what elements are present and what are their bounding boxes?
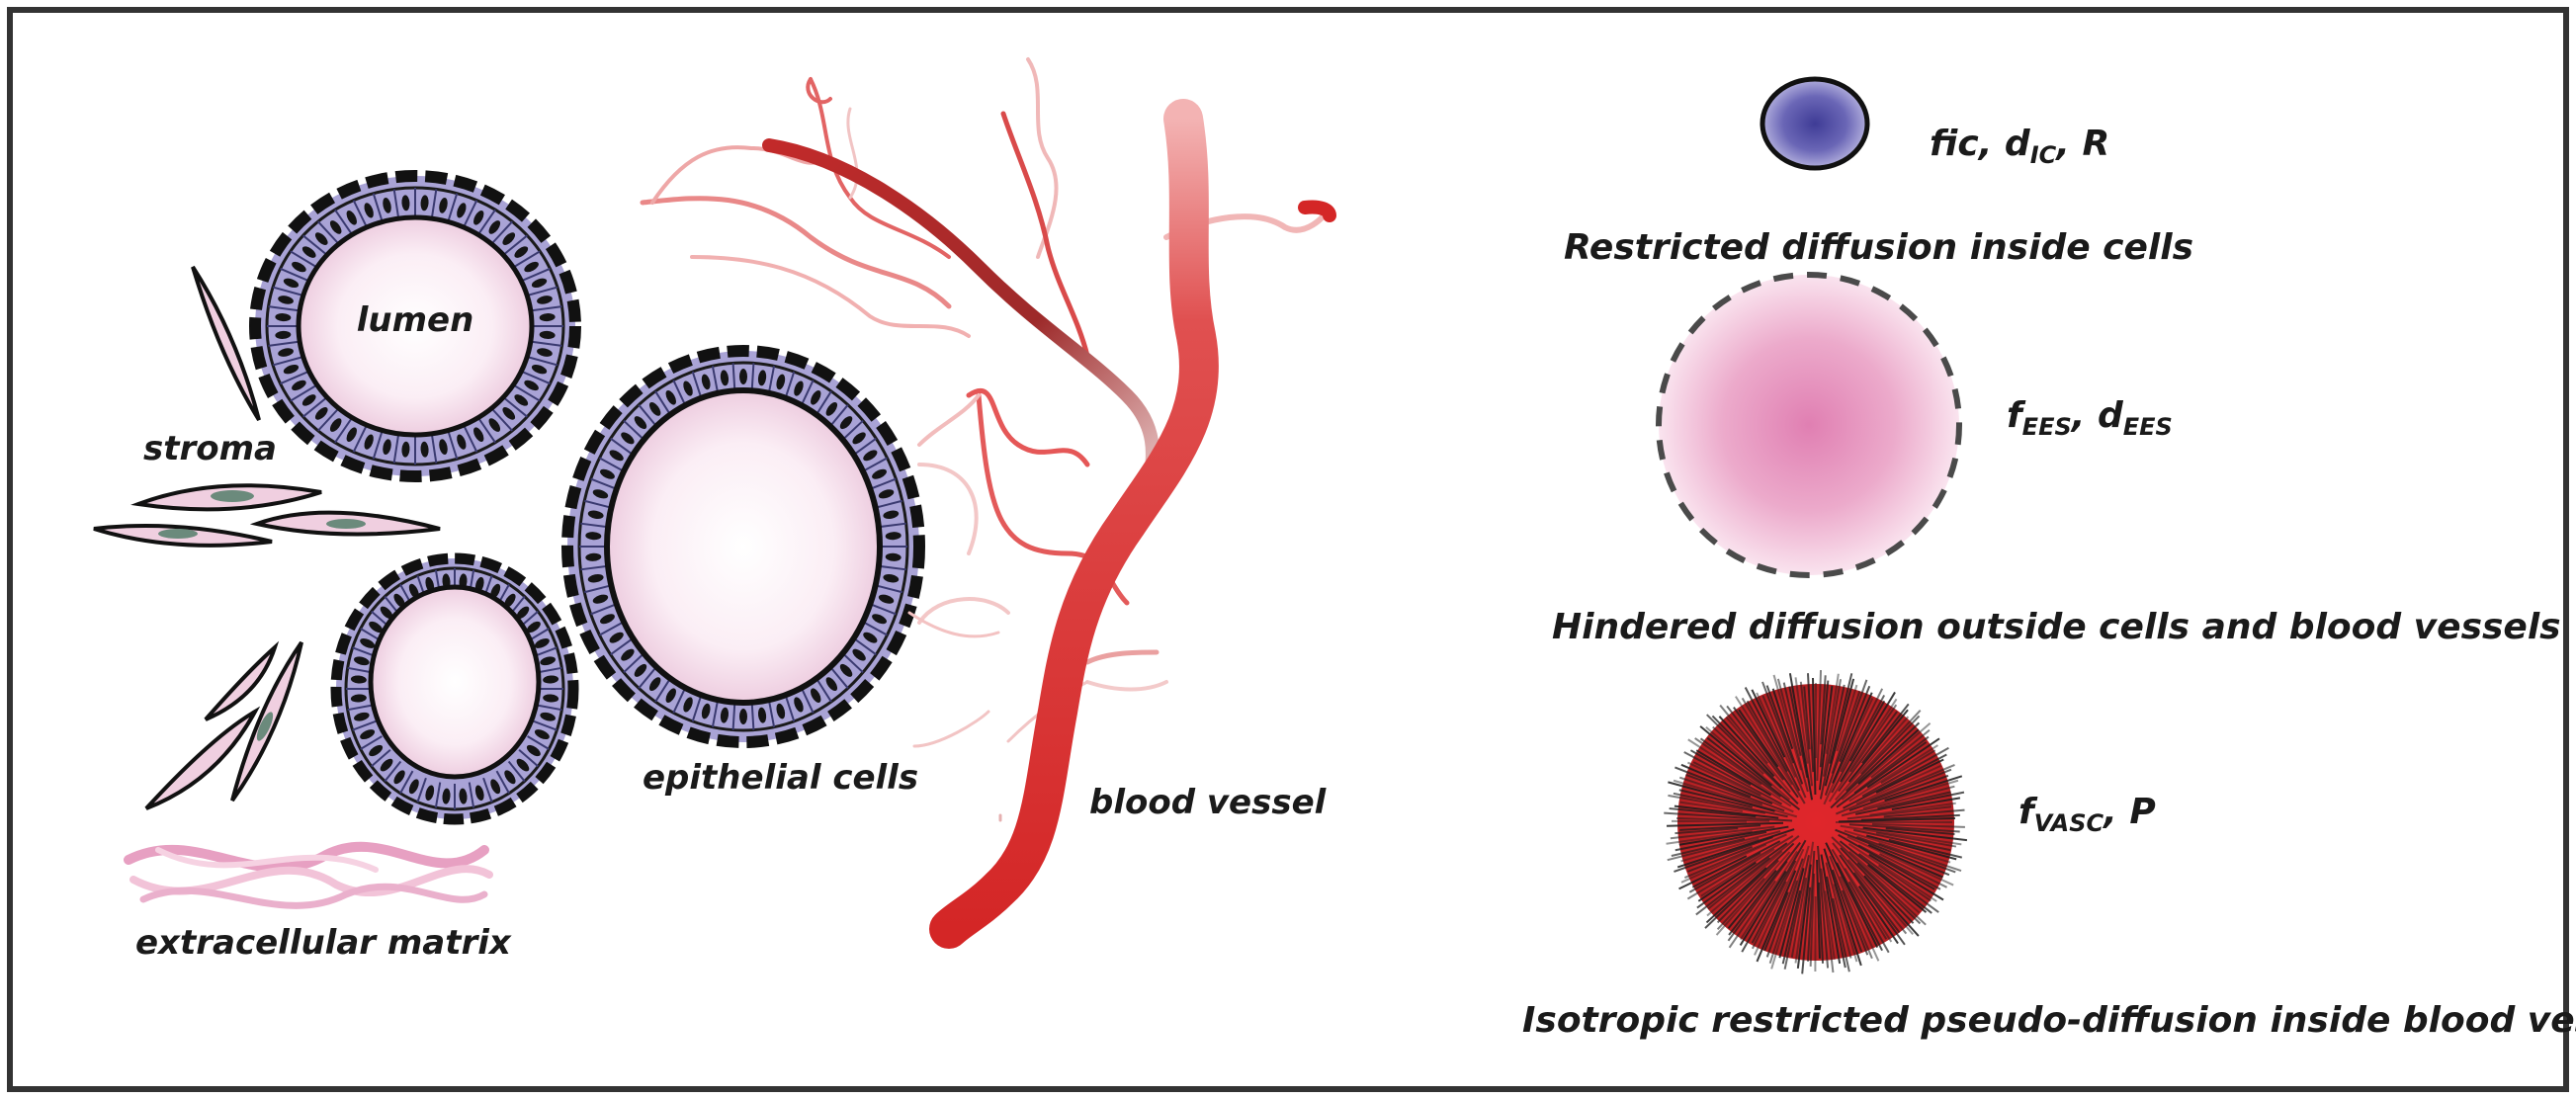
intracellular-caption: Restricted diffusion inside cells bbox=[1564, 227, 2193, 268]
legend-ees: fEES, dEES Hindered diffusion outside ce… bbox=[1552, 272, 2561, 647]
legend-intracellular: fic, dIC, R Restricted diffusion inside … bbox=[1564, 76, 2193, 268]
gland-lumen bbox=[249, 170, 581, 482]
vascular-params: fVASC, P bbox=[2018, 792, 2156, 837]
branch-vessel bbox=[762, 138, 1159, 501]
label-epithelial-cells: epithelial cells bbox=[643, 758, 918, 798]
gland-large bbox=[561, 345, 925, 748]
intracellular-params: fic, dIC, R bbox=[1930, 124, 2109, 169]
gland-small bbox=[330, 552, 579, 825]
stroma-cells bbox=[93, 265, 441, 810]
ees-caption: Hindered diffusion outside cells and blo… bbox=[1552, 607, 2561, 647]
intracellular-compartment-icon bbox=[1760, 76, 1870, 171]
vascular-caption: Isotropic restricted pseudo-diffusion in… bbox=[1522, 1000, 2576, 1041]
legend-vascular: fVASC, P Isotropic restricted pseudo-dif… bbox=[1522, 670, 2576, 1041]
label-stroma: stroma bbox=[143, 429, 277, 468]
extracellular-matrix-fibers bbox=[124, 841, 493, 909]
ees-compartment-icon bbox=[1659, 275, 1959, 575]
main-blood-vessel bbox=[929, 99, 1219, 949]
label-extracellular-matrix: extracellular matrix bbox=[135, 923, 512, 963]
ees-params: fEES, dEES bbox=[2007, 395, 2173, 441]
vascular-rays bbox=[1664, 670, 1968, 974]
label-blood-vessel: blood vessel bbox=[1089, 783, 1328, 822]
label-lumen: lumen bbox=[357, 300, 474, 340]
